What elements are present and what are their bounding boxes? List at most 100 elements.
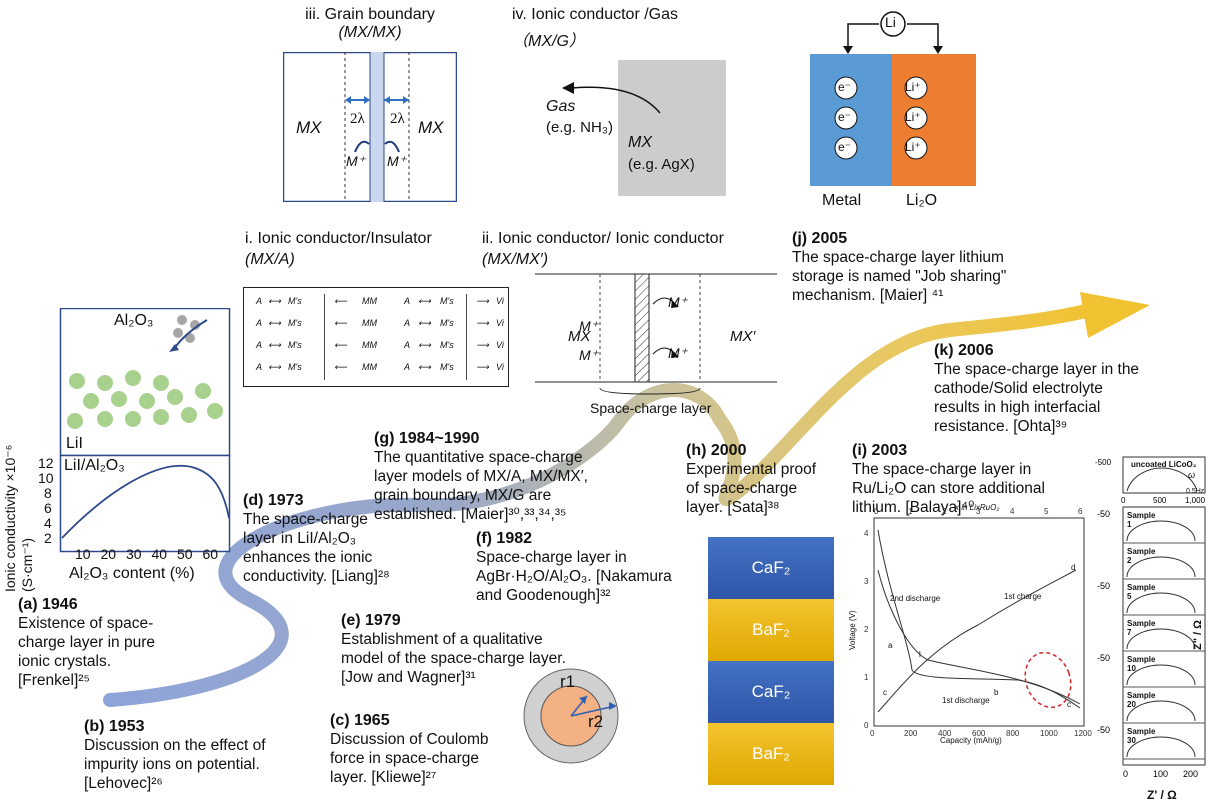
space-charge-label: Space-charge layer <box>590 400 712 416</box>
volt-xtick: 200 <box>904 729 918 738</box>
event-h: (h) 2000 Experimental proof of space-cha… <box>686 442 816 517</box>
event-h-line-1: Experimental proof <box>686 461 817 478</box>
lii-xtick: 30 <box>126 546 142 562</box>
lii-ytick: 10 <box>38 470 54 486</box>
solid-example: (e.g. AgX) <box>628 156 695 173</box>
event-f: (f) 1982 Space-charge layer in AgBr·H₂O/… <box>476 530 672 605</box>
insulator-cell: Vi <box>496 296 504 306</box>
insulator-cell: Vi <box>496 362 504 372</box>
grain-ion-right: M⁺ <box>387 153 407 169</box>
imp-sample-label: Sample 30 <box>1127 727 1156 745</box>
event-f-title: (f) 1982 <box>476 530 533 547</box>
volt-ytick: 2 <box>864 625 869 634</box>
imp-sample-label: Sample 2 <box>1127 547 1156 565</box>
imp-sample-arc <box>1126 700 1196 722</box>
event-k-line-4: resistance. [Ohta]³⁹ <box>934 418 1068 435</box>
event-b: (b) 1953 Discussion on the effect of imp… <box>84 718 266 793</box>
lii-al-label: Al₂O₃ <box>114 312 154 329</box>
event-b-line-1: Discussion on the effect of <box>84 737 266 754</box>
event-a-line-2: charge layer in pure <box>18 634 155 651</box>
insulator-cell: Vi <box>496 318 504 328</box>
event-d-line-4: conductivity. [Liang]²⁸ <box>243 568 390 585</box>
event-k-line-3: results in high interfacial <box>934 399 1101 416</box>
lii-particle <box>207 403 223 419</box>
volt-toptick: 1 <box>908 507 913 516</box>
imp-tick: 200 <box>1183 769 1198 779</box>
lii-ylabel: Ionic conductivity ×10⁻⁶ (S·cm⁻¹) <box>2 444 35 592</box>
ionic-left-label: MX <box>568 328 591 345</box>
imp-top-frame <box>1122 456 1206 494</box>
fluoride-layer-1: CaF₂ <box>708 537 834 599</box>
insulator-cell: ⟶ <box>476 362 489 372</box>
volt-label-1st-discharge: 1st discharge <box>942 696 990 705</box>
event-c-line-3: layer. [Kliewe]²⁷ <box>330 769 437 786</box>
imp-tick: -50 <box>1097 653 1110 663</box>
event-a-line-4: [Frenkel]²⁵ <box>18 672 90 689</box>
event-i-line-3: lithium. [Balaya]⁴⁰ <box>852 499 975 516</box>
ionic-ion-2: M⁺ <box>668 294 688 310</box>
ionic-right-label: MX′ <box>730 328 756 345</box>
volt-seg-b: b <box>994 688 999 697</box>
insulator-cell: ⟷ <box>418 318 431 328</box>
electron-label-3: e⁻ <box>838 140 852 154</box>
metal-label: Metal <box>822 192 862 209</box>
ionic-ionic-title: ii. Ionic conductor/ Ionic conductor <box>482 230 724 247</box>
solid-label: MX <box>628 134 652 151</box>
event-d-line-2: layer in LiI/Al₂O₃ <box>243 530 357 547</box>
event-g-line-3: grain boundary, MX/G are <box>374 487 552 504</box>
imp-ylabel: Z" / Ω <box>1192 620 1204 650</box>
grain-boundary-title: iii. Grain boundary <box>305 6 435 23</box>
insulator-cell: M's <box>440 318 454 328</box>
event-d-line-3: enhances the ionic <box>243 549 373 566</box>
volt-seg-c1: c <box>883 688 887 697</box>
event-j-line-2: storage is named "Job sharing" <box>792 268 1007 285</box>
event-k: (k) 2006 The space-charge layer in the c… <box>934 342 1139 436</box>
imp-coated-title: uncoated LiCoO₂ <box>1131 460 1197 469</box>
event-h-line-3: layer. [Sata]³⁸ <box>686 499 780 516</box>
lii-particle <box>125 370 141 386</box>
insulator-cell: ⟶ <box>476 318 489 328</box>
volt-ytick: 0 <box>864 721 869 730</box>
event-a-line-3: ionic crystals. <box>18 653 112 670</box>
event-e-line-2: model of the space-charge layer. <box>341 650 566 667</box>
volt-toptick: 4 <box>1010 507 1015 516</box>
event-d-title: (d) 1973 <box>243 492 304 509</box>
volt-toptick: 6 <box>1078 507 1083 516</box>
gas-label: Gas <box>546 98 576 115</box>
coulomb-r1: r1 <box>560 672 576 691</box>
event-g-title: (g) 1984~1990 <box>374 430 480 447</box>
oxide-label: Li₂O <box>906 192 938 209</box>
volt-seg-a: a <box>888 641 893 650</box>
lii-xlabel: Al₂O₃ content (%) <box>69 565 195 582</box>
insulator-cell: A <box>404 362 411 372</box>
imp-top-tick: 0 <box>1121 496 1126 505</box>
lii-particle <box>69 373 85 389</box>
insulator-cell: ⟵ <box>334 362 347 372</box>
insulator-cell: M's <box>440 340 454 350</box>
imp-tick: -50 <box>1097 581 1110 591</box>
insulator-cell: ⟷ <box>268 340 281 350</box>
event-a-title: (a) 1946 <box>18 596 78 613</box>
grain-ion-left: M⁺ <box>346 153 366 169</box>
event-k-line-2: cathode/Solid electrolyte <box>934 380 1103 397</box>
lii-particle <box>111 391 127 407</box>
grain-right-label: MX <box>418 118 444 137</box>
ionic-gas-subtitle: （MX/G） <box>512 33 585 50</box>
electron-label-1: e⁻ <box>838 80 852 94</box>
li-ion-label-1: Li⁺ <box>905 80 921 94</box>
event-g-line-4: established. [Maier]³⁰,³³,³⁴,³⁵ <box>374 506 567 523</box>
insulator-cell: Vi <box>496 340 504 350</box>
imp-omega: ω <box>1188 470 1196 480</box>
event-c-line-1: Discussion of Coulomb <box>330 731 489 748</box>
lii-xtick: 20 <box>100 546 117 562</box>
insulator-cell: ⟵ <box>334 340 347 350</box>
event-h-title: (h) 2000 <box>686 442 747 459</box>
volt-xtick: 400 <box>938 729 952 738</box>
volt-ytick: 1 <box>864 673 869 682</box>
insulator-subtitle: (MX/A) <box>245 251 295 268</box>
volt-seg-c2: c <box>1067 700 1071 709</box>
event-f-line-2: AgBr·H₂O/Al₂O₃. [Nakamura <box>476 568 672 585</box>
fluoride-layer-2: BaF₂ <box>708 599 834 661</box>
